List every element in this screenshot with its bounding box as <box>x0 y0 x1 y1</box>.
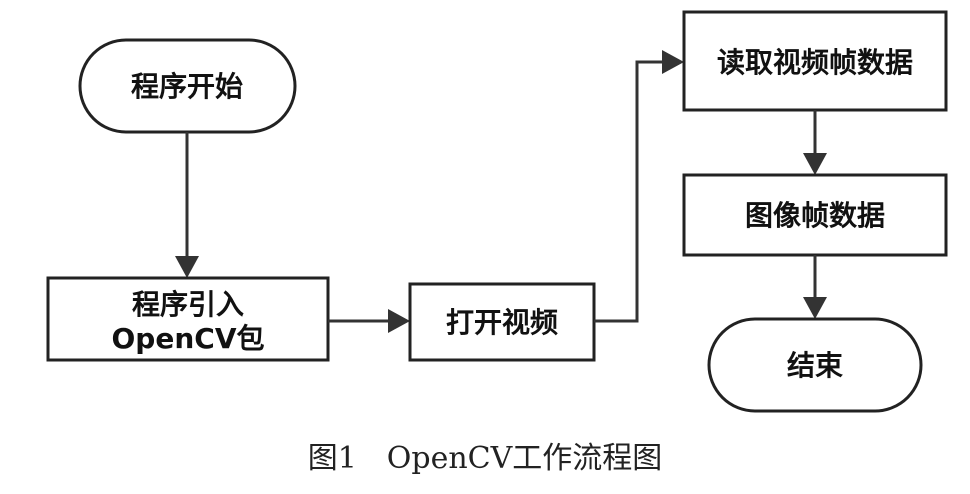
arrowhead-import-to-open <box>388 309 410 333</box>
end-label: 结束 <box>787 349 843 382</box>
arrowhead-read-to-image <box>803 153 827 175</box>
arrow-open-to-read <box>594 60 662 323</box>
import-opencv-label-line2: OpenCV包 <box>112 322 265 355</box>
figure-caption: 图1 OpenCV工作流程图 <box>308 441 663 476</box>
end-terminal <box>707 317 923 413</box>
read-frames-box <box>682 10 948 112</box>
read-frames-label: 读取视频帧数据 <box>717 46 913 79</box>
image-frames-label: 图像帧数据 <box>745 199 885 232</box>
import-opencv-label-line1: 程序引入 <box>132 288 244 321</box>
arrowhead-start-to-import <box>175 256 199 278</box>
open-video-label: 打开视频 <box>446 306 558 339</box>
arrowhead-open-to-read <box>662 50 684 74</box>
import-opencv-box <box>46 276 330 362</box>
arrowhead-image-to-end <box>803 297 827 319</box>
start-label: 程序开始 <box>131 70 243 103</box>
